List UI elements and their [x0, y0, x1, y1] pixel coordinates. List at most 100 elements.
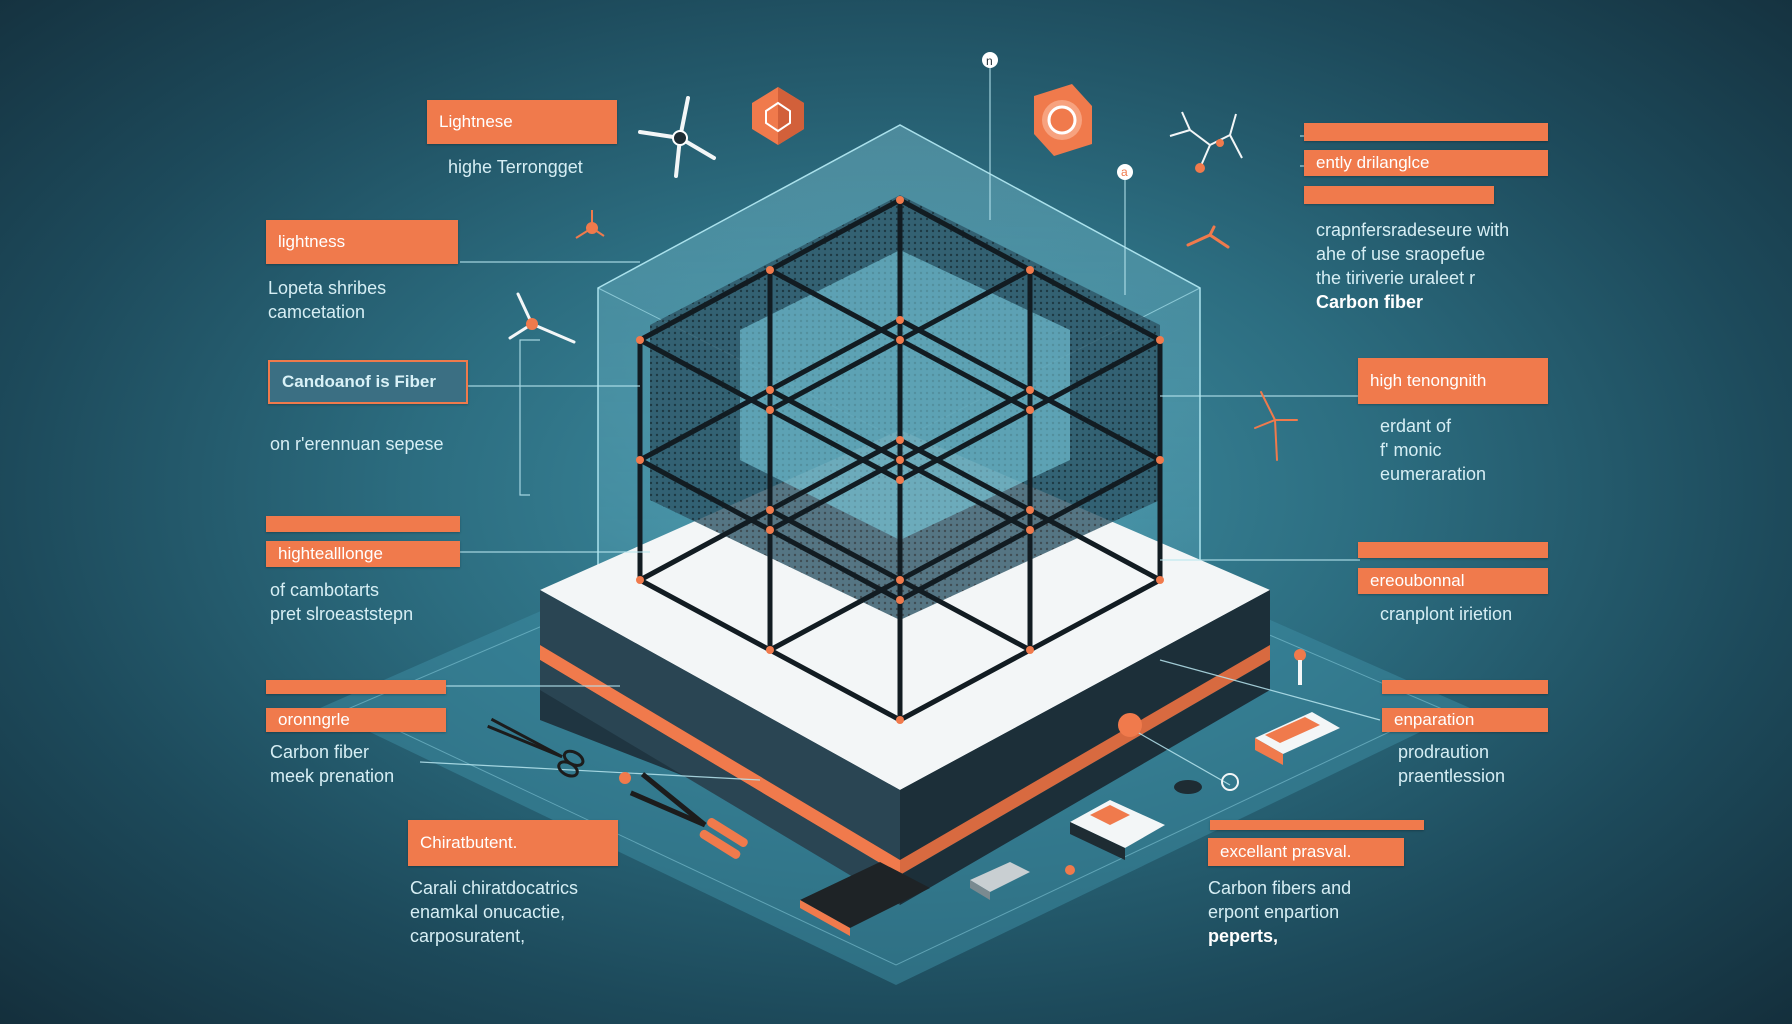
callout-desc-excellant-prasval: Carbon fibers and erpont enpartion peper…	[1208, 876, 1351, 948]
callout-title-ereoubonnal: ereoubonnal	[1358, 568, 1548, 594]
desc-line: erpont enpartion	[1208, 902, 1340, 922]
callout-title-lightnese: Lightnese	[427, 100, 617, 144]
desc-line: of cambotarts	[270, 580, 380, 600]
lattice-node	[896, 456, 904, 464]
lattice-node	[636, 456, 644, 464]
callout-desc-enparation: prodraution praentlession	[1398, 740, 1505, 788]
desc-line: cranplont irietion	[1380, 604, 1513, 624]
callout-desc-ently-drilanglce: crapnfersradeseure with ahe of use sraop…	[1316, 218, 1509, 314]
connector-icon	[1186, 225, 1230, 249]
callout-title-ently-drilanglce: ently drilanglce	[1304, 150, 1548, 176]
lattice-node	[1026, 266, 1034, 274]
callout-bar	[1304, 123, 1548, 141]
callout-bar	[1382, 680, 1548, 694]
lattice-node	[1026, 526, 1034, 534]
callout-desc-hightealllonge: of cambotarts pret slroeaststepn	[270, 578, 413, 626]
block-icon	[1070, 800, 1165, 860]
lattice-node	[896, 436, 904, 444]
lattice-node	[1156, 336, 1164, 344]
callout-desc-ereoubonnal: cranplont irietion	[1380, 602, 1512, 626]
callout-title-chiratbutent: Chiratbutent.	[408, 820, 618, 866]
callout-bar	[266, 680, 446, 694]
lattice-node	[1026, 646, 1034, 654]
callout-title-excellant-prasval: excellant prasval.	[1208, 838, 1404, 866]
desc-line: f' monic	[1380, 440, 1442, 460]
pliers-icon	[629, 772, 748, 859]
callout-title-carbon-fiber: Candoanof is Fiber	[268, 360, 468, 404]
lattice-node	[766, 386, 774, 394]
callout-desc-oronngrle: Carbon fiber meek prenation	[270, 740, 394, 788]
carbon-plate-icon	[800, 862, 930, 936]
desc-emphasis: Carbon fiber	[1316, 292, 1424, 312]
callout-bar	[1358, 542, 1548, 558]
callout-title-oronngrle: oronngrle	[266, 708, 446, 732]
lattice-node	[896, 716, 904, 724]
connector-icon	[575, 210, 605, 239]
scissors-icon	[487, 717, 585, 778]
desc-line: meek prenation	[270, 766, 395, 786]
lattice-node	[896, 576, 904, 584]
lattice-node	[896, 196, 904, 204]
callout-bar	[1210, 820, 1424, 830]
lattice-node	[1026, 406, 1034, 414]
desc-line: the tiriverie uraleet r	[1316, 268, 1476, 288]
wind-turbine-icon	[508, 292, 576, 344]
marker-pin-a	[982, 52, 998, 68]
callout-desc-lightness: Lopeta shribes camcetation	[268, 276, 386, 324]
marker-pin-b	[1117, 164, 1133, 180]
callout-bar	[266, 516, 460, 532]
lattice-node	[1156, 576, 1164, 584]
desc-line: camcetation	[268, 302, 366, 322]
callout-title-lightness: lightness	[266, 220, 458, 264]
desc-line: on r'erennuan sepese	[270, 434, 444, 454]
lattice-node	[896, 476, 904, 484]
wind-turbine-icon	[1254, 391, 1298, 461]
fiber-spool-icon	[970, 862, 1030, 900]
desc-line: erdant of	[1380, 416, 1452, 436]
lattice-node	[766, 506, 774, 514]
carbon-fiber-lattice	[636, 195, 1164, 724]
lattice-node	[636, 576, 644, 584]
lattice-node	[766, 266, 774, 274]
desc-line: prodraution	[1398, 742, 1490, 762]
lattice-node	[766, 646, 774, 654]
channel-icon	[1255, 712, 1340, 765]
marker-label-a: n	[986, 54, 993, 68]
desc-line: Carbon fibers and	[1208, 878, 1352, 898]
desc-line: Carbon fiber	[270, 742, 370, 762]
lattice-node	[1026, 506, 1034, 514]
callout-bar	[1304, 186, 1494, 204]
callout-desc-high-tenongnith: erdant of f' monic eumeraration	[1380, 414, 1486, 486]
desc-line: ahe of use sraopefue	[1316, 244, 1486, 264]
lattice-node	[1026, 386, 1034, 394]
callout-desc-lightnese: highe Terrongget	[448, 155, 583, 179]
desc-line: pret slroeaststepn	[270, 604, 414, 624]
desc-line: enamkal onucactie,	[410, 902, 566, 922]
hexagon-bolt-icon	[752, 87, 804, 145]
desc-line: praentlession	[1398, 766, 1506, 786]
callout-title-high-tenongnith: high tenongnith	[1358, 358, 1548, 404]
fastener-icon	[619, 649, 1306, 875]
callout-desc-chiratbutent: Carali chiratdocatrics enamkal onucactie…	[410, 876, 578, 948]
lattice-node	[896, 336, 904, 344]
molecule-icon	[1169, 111, 1243, 173]
desc-line: Carali chiratdocatrics	[410, 878, 579, 898]
lattice-node	[896, 596, 904, 604]
callout-title-hightealllonge: hightealllonge	[266, 541, 460, 567]
desc-emphasis: peperts,	[1208, 926, 1279, 946]
lattice-node	[766, 406, 774, 414]
lattice-node	[636, 336, 644, 344]
desc-line: highe Terrongget	[448, 157, 583, 177]
marker-label-b: a	[1121, 165, 1128, 179]
washer-icon	[1034, 84, 1092, 156]
callout-desc-carbon-fiber: on r'erennuan sepese	[270, 432, 444, 456]
lattice-node	[1156, 456, 1164, 464]
wind-turbine-icon	[638, 96, 716, 178]
desc-line: Lopeta shribes	[268, 278, 387, 298]
callout-title-enparation: enparation	[1382, 708, 1548, 732]
lattice-node	[896, 316, 904, 324]
lattice-node	[766, 526, 774, 534]
desc-line: eumeraration	[1380, 464, 1487, 484]
desc-line: carposuratent,	[410, 926, 526, 946]
